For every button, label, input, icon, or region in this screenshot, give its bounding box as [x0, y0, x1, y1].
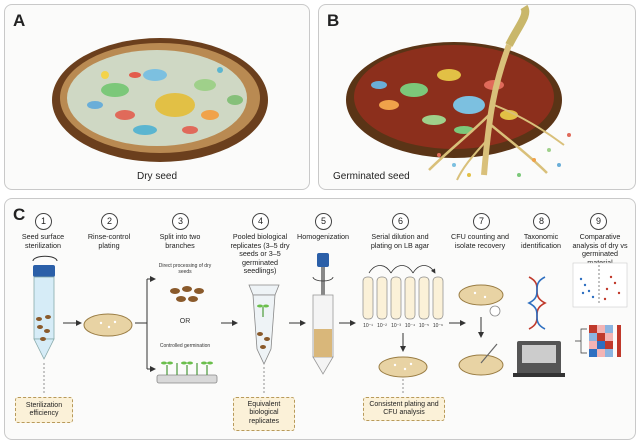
- dilution-tubes-icon: [362, 265, 444, 394]
- germinated-seed-illustration: [346, 4, 571, 181]
- step-6-text: Serial dilution and plating on LB agar: [370, 232, 430, 250]
- homogenizer-icon: [312, 253, 334, 375]
- dry-seed-illustration: [52, 38, 268, 162]
- step-3-number: 3: [172, 213, 189, 230]
- step-3-text: Split into two branches: [159, 232, 201, 250]
- step-8-text: Taxonomic identification: [521, 232, 561, 250]
- dry-seeds-icon: [170, 286, 204, 302]
- panel-c-label: C: [13, 205, 26, 224]
- panel-b-label: B: [327, 11, 340, 30]
- step-9-number: 9: [590, 213, 607, 230]
- step-7-number: 7: [473, 213, 490, 230]
- dilution-label-6: 10⁻⁶: [432, 323, 444, 329]
- branch-controlled-text: Controlled germination: [159, 343, 211, 349]
- note-equivalent: Equivalent biological replicates: [233, 397, 295, 431]
- workflow-illustrations: [32, 253, 628, 394]
- panel-b: B Germinated seed: [318, 4, 636, 190]
- branch-direct-text: Direct processing of dry seeds: [158, 263, 212, 275]
- step-8-number: 8: [533, 213, 550, 230]
- step-9-text: Comparative analysis of dry vs germinate…: [572, 232, 628, 267]
- heatmap-icon: [575, 325, 621, 357]
- dilution-label-3: 10⁻³: [391, 323, 401, 329]
- note-consistent: Consistent plating and CFU analysis: [363, 397, 445, 421]
- panel-a: A Dry seed: [4, 4, 310, 190]
- branch-or-text: OR: [179, 318, 191, 325]
- sequencer-icon: [513, 341, 565, 377]
- dna-icon: [527, 276, 547, 330]
- step-5-number: 5: [315, 213, 332, 230]
- germination-tray-icon: [156, 361, 218, 384]
- step-1-number: 1: [35, 213, 52, 230]
- dilution-label-5: 10⁻⁵: [418, 323, 430, 329]
- step-4-number: 4: [252, 213, 269, 230]
- petri-dish-icon: [83, 313, 133, 337]
- step-2-number: 2: [101, 213, 118, 230]
- dilution-label-1: 10⁻¹: [363, 323, 373, 329]
- panel-a-caption: Dry seed: [137, 171, 178, 182]
- step-5-text: Homogenization: [297, 232, 349, 241]
- panel-b-caption: Germinated seed: [333, 171, 410, 182]
- panel-c: C 1 2 3 4 5 6 7 8 9 Seed surface sterili…: [4, 198, 636, 440]
- panel-a-label: A: [13, 11, 26, 30]
- eppendorf-tube-icon: [248, 284, 280, 394]
- step-7-text: CFU counting and isolate recovery: [451, 232, 509, 250]
- note-sterilization: Sterilization efficiency: [15, 397, 73, 423]
- step-4-text: Pooled biological replicates (3–5 dry se…: [230, 232, 290, 276]
- dilution-label-4: 10⁻⁴: [404, 323, 416, 329]
- falcon-tube-icon: [32, 255, 58, 394]
- cfu-plates-icon: [458, 284, 504, 376]
- step-2-text: Rinse-control plating: [87, 232, 131, 250]
- dilution-label-2: 10⁻²: [377, 323, 387, 329]
- volcano-plot-icon: [572, 262, 628, 308]
- step-1-text: Seed surface sterilization: [21, 232, 65, 250]
- step-6-number: 6: [392, 213, 409, 230]
